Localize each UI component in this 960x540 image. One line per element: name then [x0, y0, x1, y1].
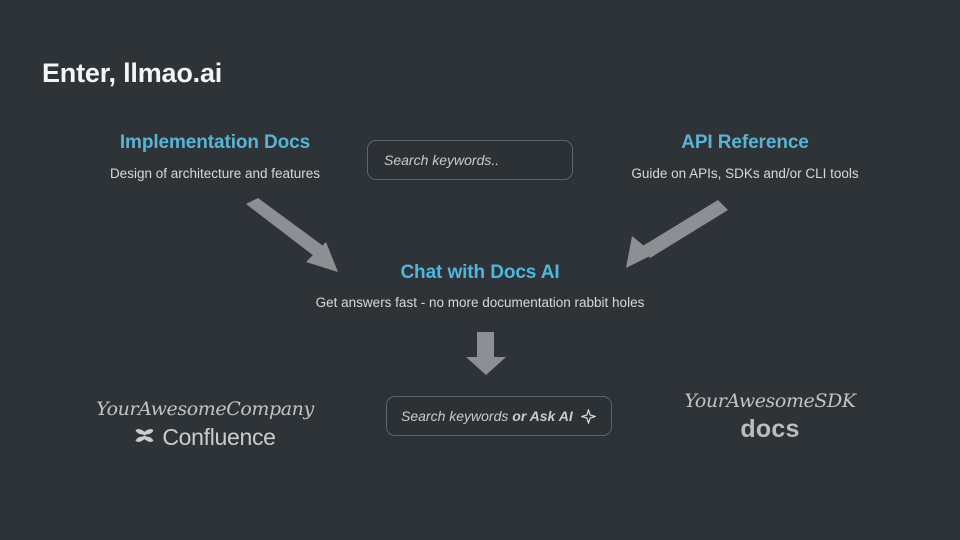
chat-with-docs-ai-heading: Chat with Docs AI [400, 262, 560, 283]
search-bottom-placeholder-regular: Search keywords [401, 408, 509, 424]
center-node-chat-with-docs-ai: Chat with Docs AI Get answers fast - no … [280, 262, 680, 310]
sdk-name: YourAwesomeSDK [684, 390, 856, 412]
api-reference-subtitle: Guide on APIs, SDKs and/or CLI tools [631, 166, 859, 181]
confluence-product-label: Confluence [162, 424, 276, 450]
search-input-top[interactable]: Search keywords.. [367, 140, 573, 180]
chat-with-docs-ai-subtitle: Get answers fast - no more documentation… [315, 295, 645, 310]
search-input-bottom[interactable]: Search keywords or Ask AI [386, 396, 612, 436]
confluence-logo-icon [134, 426, 155, 450]
confluence-company-name: YourAwesomeCompany [96, 398, 314, 420]
column-implementation-docs: Implementation Docs Design of architectu… [55, 132, 375, 181]
search-bottom-placeholder: Search keywords or Ask AI [401, 408, 573, 424]
sdk-docs-label: docs [740, 415, 800, 443]
brand-confluence: YourAwesomeCompany Confluence [80, 398, 330, 451]
confluence-product-row: Confluence [80, 424, 330, 451]
column-api-reference: API Reference Guide on APIs, SDKs and/or… [585, 132, 905, 181]
implementation-docs-subtitle: Design of architecture and features [109, 166, 321, 181]
api-reference-heading: API Reference [681, 132, 809, 153]
search-top-placeholder: Search keywords.. [384, 152, 500, 168]
sparkle-icon [580, 408, 596, 424]
search-bottom-placeholder-strong: or Ask AI [512, 408, 573, 424]
page-title: Enter, llmao.ai [42, 58, 223, 88]
brand-sdk-docs: YourAwesomeSDK docs [650, 390, 890, 444]
arrow-center-to-search [466, 332, 506, 375]
implementation-docs-heading: Implementation Docs [119, 132, 311, 153]
